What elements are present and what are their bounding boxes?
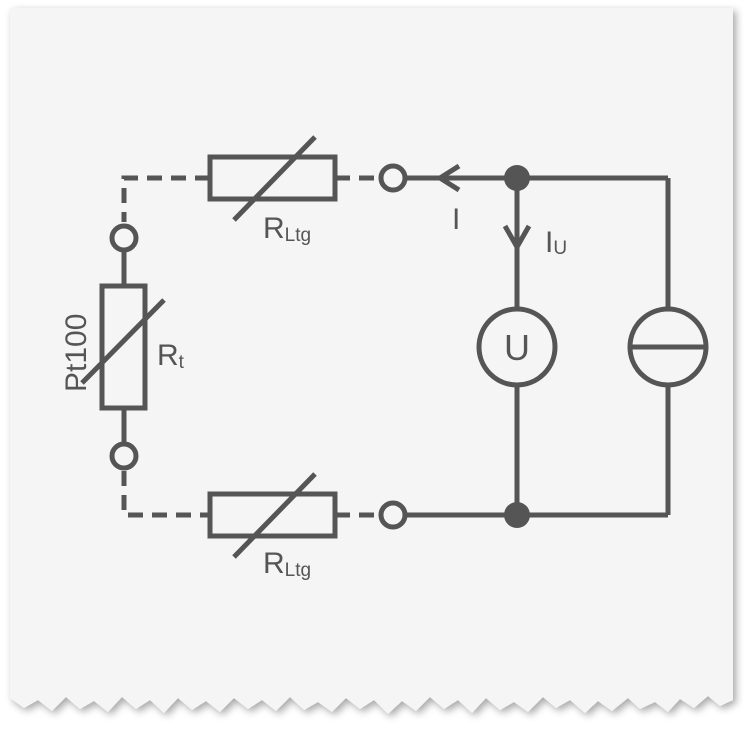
label-r-ltg-bottom: RLtg (263, 547, 311, 581)
label-current-i: I (452, 203, 460, 236)
label-rt: Rt (157, 339, 185, 373)
dashed-wire-top (121, 175, 210, 222)
terminal-pt100-bottom (109, 441, 139, 471)
resistor-ltg-bottom-arrow (232, 472, 317, 559)
voltmeter-circle (476, 306, 558, 388)
junction-bottom (504, 502, 530, 528)
resistor-pt100 (99, 283, 148, 411)
dashed-wire-bottom (121, 471, 210, 518)
label-current-iu: IU (545, 226, 567, 259)
resistor-pt100-arrow (80, 298, 166, 385)
label-r-ltg-top: RLtg (263, 212, 311, 246)
terminal-pt100-top (109, 223, 139, 253)
junction-top (504, 165, 530, 191)
resistor-ltg-bottom (207, 491, 338, 539)
current-iu-arrow (502, 224, 532, 253)
terminal-bottom (378, 500, 408, 530)
paper-sheet (10, 8, 733, 714)
resistor-ltg-top (207, 154, 338, 202)
resistor-ltg-top-arrow (232, 135, 317, 222)
label-voltmeter: U (504, 327, 530, 368)
label-pt100: Pt100 (60, 314, 93, 392)
terminal-top (378, 163, 408, 193)
current-i-arrow (435, 163, 461, 193)
